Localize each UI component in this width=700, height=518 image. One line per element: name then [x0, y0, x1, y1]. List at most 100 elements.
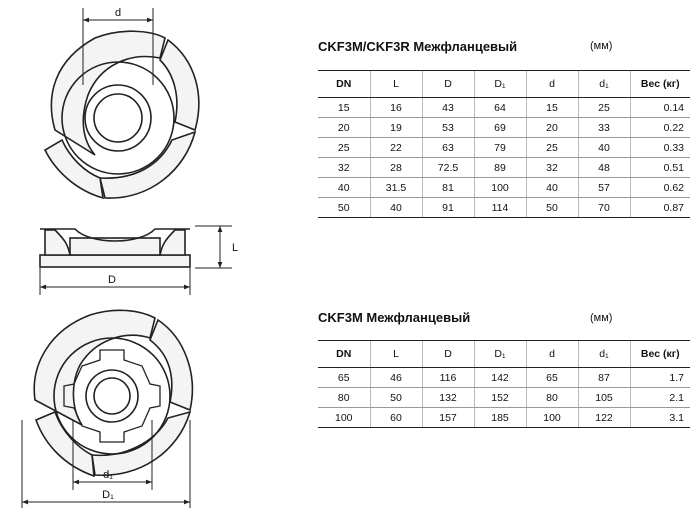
side-dim-D-label: D: [108, 274, 116, 286]
bottom-view-drawing: [33, 309, 194, 478]
bottom-view-guide: [63, 349, 161, 443]
table1-header-row: DN L D D₁ d d₁ Вес (кг): [318, 70, 690, 98]
bottom-dimension-D1: [21, 420, 191, 508]
table2: DN L D D₁ d d₁ Вес (кг) 65 46 116 142 65…: [318, 340, 690, 428]
table-cell: 0.22: [629, 117, 690, 138]
table2-col-d1: d₁: [577, 340, 630, 368]
table2-col-d: d: [525, 340, 578, 368]
top-view-bore-inner: [93, 93, 143, 143]
table-cell: 105: [577, 387, 630, 408]
table-cell: 2.1: [629, 387, 690, 408]
table-cell: 48: [577, 157, 630, 178]
table-cell: 65: [318, 367, 370, 388]
table-cell: 0.87: [629, 197, 690, 218]
table-cell: 20: [318, 117, 370, 138]
bottom-view-bore-outer: [85, 369, 139, 423]
table-cell: 63: [421, 137, 474, 158]
table-cell: 122: [577, 407, 630, 428]
table2-col-d-outer: D: [421, 340, 474, 368]
side-view-center: [69, 237, 161, 256]
table-cell: 114: [473, 197, 526, 218]
table-cell: 53: [421, 117, 474, 138]
table-cell: 0.14: [629, 97, 690, 118]
table-cell: 60: [369, 407, 422, 428]
table-cell: 100: [473, 177, 526, 198]
bottom-dimension-d1: [72, 420, 153, 490]
technical-drawings: d L D d₁ D₁: [21, 7, 238, 508]
table-row: 25 22 63 79 25 40 0.33: [318, 137, 690, 158]
table-cell: 46: [369, 367, 422, 388]
table1-col-d1: d₁: [577, 70, 630, 98]
table-cell: 15: [318, 97, 370, 118]
table2-col-l: L: [369, 340, 422, 368]
table-cell: 70: [577, 197, 630, 218]
table-cell: 50: [525, 197, 578, 218]
table-cell: 116: [421, 367, 474, 388]
table-row: 40 31.5 81 100 40 57 0.62: [318, 177, 690, 198]
table-cell: 100: [525, 407, 578, 428]
table-cell: 32: [318, 157, 370, 178]
side-view-flange: [39, 254, 191, 268]
bottom-dim-D1-label: D₁: [102, 489, 114, 501]
table1-col-d: d: [525, 70, 578, 98]
table1-col-weight: Вес (кг): [629, 70, 690, 98]
table-cell: 31.5: [369, 177, 422, 198]
table2-col-weight: Вес (кг): [629, 340, 690, 368]
table-cell: 25: [577, 97, 630, 118]
table2-col-d1-outer: D₁: [473, 340, 526, 368]
table-cell: 64: [473, 97, 526, 118]
side-view-drawing: [39, 228, 191, 268]
table-cell: 0.33: [629, 137, 690, 158]
table-cell: 28: [369, 157, 422, 178]
table-row: 100 60 157 185 100 122 3.1: [318, 407, 690, 428]
table-cell: 16: [369, 97, 422, 118]
table-cell: 69: [473, 117, 526, 138]
table-cell: 80: [318, 387, 370, 408]
table-cell: 142: [473, 367, 526, 388]
table-cell: 0.51: [629, 157, 690, 178]
table1-col-d-outer: D: [421, 70, 474, 98]
table-cell: 40: [525, 177, 578, 198]
table1-col-d1-outer: D₁: [473, 70, 526, 98]
table-cell: 87: [577, 367, 630, 388]
table-cell: 72.5: [421, 157, 474, 178]
table-cell: 65: [525, 367, 578, 388]
side-dimension-L: [195, 225, 232, 269]
table-cell: 185: [473, 407, 526, 428]
top-view-outer-ring: [61, 61, 175, 175]
side-view-body-right: [159, 229, 186, 256]
table2-header-row: DN L D D₁ d d₁ Вес (кг): [318, 340, 690, 368]
table-cell: 25: [318, 137, 370, 158]
bottom-view-lobe-2: [149, 318, 194, 412]
bottom-dim-d1-label: d₁: [103, 469, 113, 481]
table-cell: 40: [577, 137, 630, 158]
table-cell: 50: [369, 387, 422, 408]
table-row: 20 19 53 69 20 33 0.22: [318, 117, 690, 138]
table-row: 65 46 116 142 65 87 1.7: [318, 367, 690, 388]
table-row: 32 28 72.5 89 32 48 0.51: [318, 157, 690, 178]
top-dim-label: d: [115, 7, 121, 19]
table1-col-dn: DN: [318, 70, 370, 98]
bottom-view-lobe-1: [33, 309, 156, 426]
table1-unit: (мм): [590, 40, 613, 52]
table-cell: 89: [473, 157, 526, 178]
bottom-view-bore-inner: [93, 377, 131, 415]
top-view-bore-outer: [84, 84, 152, 152]
table-cell: 20: [525, 117, 578, 138]
side-dimension-D: [39, 268, 191, 295]
table-cell: 50: [318, 197, 370, 218]
table-cell: 43: [421, 97, 474, 118]
top-view-drawing: [43, 30, 200, 200]
table-cell: 25: [525, 137, 578, 158]
table-cell: 1.7: [629, 367, 690, 388]
table-cell: 100: [318, 407, 370, 428]
bottom-view-outer-ring: [53, 337, 171, 455]
table1: DN L D D₁ d d₁ Вес (кг) 15 16 43 64 15 2…: [318, 70, 690, 218]
table1-title: CKF3M/CKF3R Межфланцевый: [318, 39, 518, 54]
side-view-cap: [40, 228, 190, 242]
table2-title: CKF3M Межфланцевый: [318, 310, 471, 325]
bottom-view-lobe-4: [34, 410, 95, 478]
table2-unit: (мм): [590, 312, 613, 324]
table2-col-dn: DN: [318, 340, 370, 368]
table-cell: 40: [369, 197, 422, 218]
